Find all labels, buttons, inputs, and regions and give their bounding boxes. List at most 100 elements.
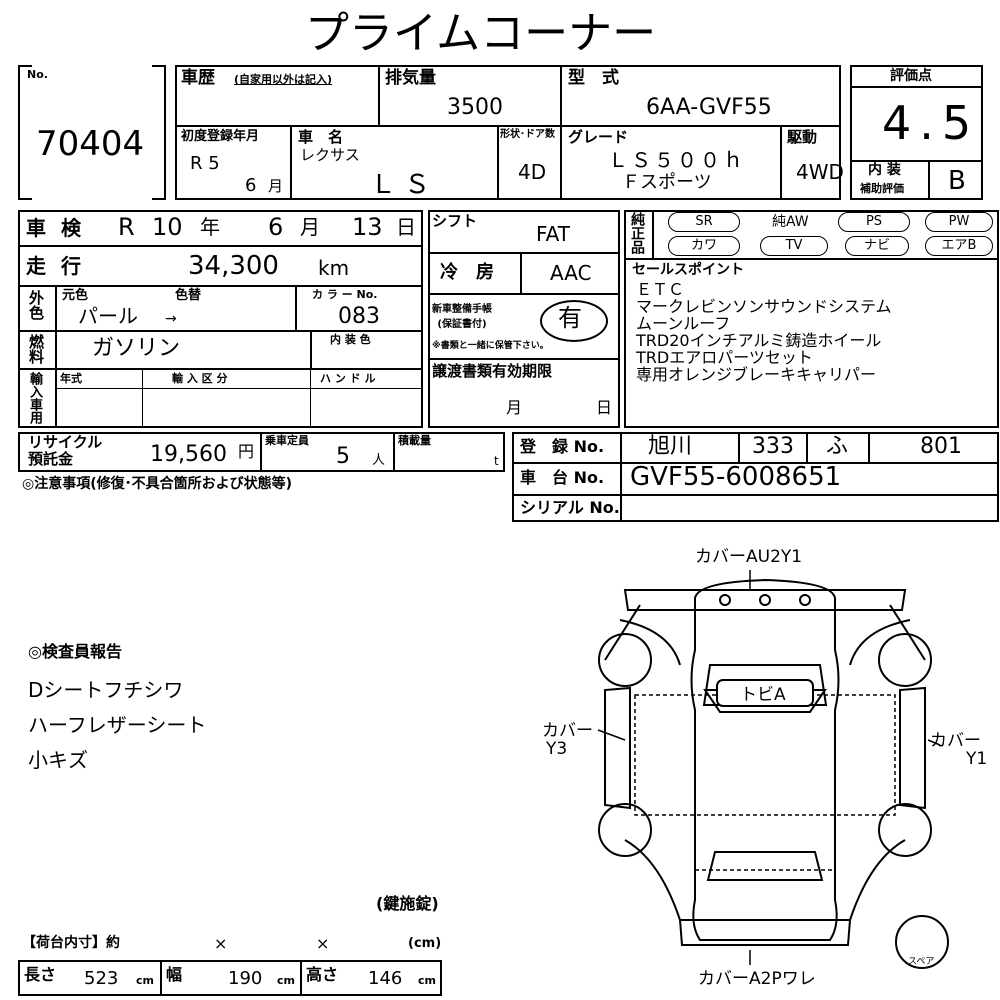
warranty-note: ※書類と一緒に保管下さい。 [432, 341, 549, 351]
equip-aw: 純AW [772, 214, 809, 230]
registration-area: 旭川 [648, 434, 693, 459]
shift-value: FAT [536, 222, 571, 246]
inspector-title: ◎検査員報告 [28, 642, 122, 661]
length-label: 長さ [24, 965, 57, 984]
sales-point: TRD20インチアルミ鋳造ホイール [636, 331, 882, 350]
registration-class: 333 [752, 434, 794, 459]
diagram-left-note: カバー [542, 721, 593, 741]
equip-tv: TV [760, 236, 828, 256]
warranty-circle [540, 300, 608, 342]
import-label: 輸入車用 [27, 372, 42, 424]
inspection-era: R [118, 213, 135, 241]
sales-points-list: ＥＴＣ マークレビンソンサウンドシステム ムーンルーフ TRD20インチアルミ鋳… [636, 281, 892, 383]
mileage-label: 走 行 [26, 254, 85, 278]
model-type-value: 6AA-GVF55 [646, 95, 772, 120]
diagram-right-note2: Y1 [965, 749, 987, 769]
capacity-unit: 人 [372, 453, 386, 468]
sales-point: 専用オレンジブレーキキャリパー [636, 365, 877, 384]
diagram-rear-note: カバーA2Pワレ [698, 969, 816, 989]
recycle-value: 19,560 [150, 442, 227, 467]
import-handle-label: ハ ン ド ル [320, 372, 376, 385]
registration-kana: ふ [826, 434, 849, 459]
color-value: パール [78, 304, 138, 328]
notice-label: ◎注意事項(修復･不具合箇所および状態等) [22, 476, 293, 492]
displacement-label: 排気量 [385, 68, 436, 88]
import-class-label: 輸 入 区 分 [172, 372, 228, 385]
sales-point: マークレビンソンサウンドシステム [636, 297, 892, 316]
lot-box: No. 70404 [18, 65, 166, 200]
diagram-right-note: カバー [930, 731, 981, 751]
first-reg-era: R 5 [190, 153, 220, 174]
serial-label: シリアル No. [520, 498, 620, 517]
shift-label: シフト [432, 212, 478, 230]
dims-x2: × [316, 934, 330, 953]
grade-line2: Ｆスポーツ [622, 172, 712, 193]
recycle-label2: 預託金 [28, 450, 74, 468]
equip-ps: PS [838, 212, 910, 232]
diagram-left-note2: Y3 [545, 739, 567, 759]
first-reg-month-unit: 月 [268, 177, 284, 195]
transfer-month: 月 [506, 398, 523, 417]
exterior-color-label: 外色 [27, 290, 45, 320]
inspection-day-unit: 日 [396, 215, 416, 239]
rating-value: 4.5 [882, 96, 980, 150]
model-type-label: 型 式 [568, 68, 619, 88]
warranty-value: 有 [558, 304, 582, 332]
interior-label: 内 装 [868, 162, 901, 178]
first-reg-label: 初度登録年月 [181, 129, 260, 144]
history-label: 車歴 [181, 68, 215, 88]
lot-number: 70404 [36, 124, 145, 164]
shape-value: 4D [518, 160, 547, 184]
ac-value: AAC [550, 261, 592, 285]
registration-block [512, 432, 999, 522]
shift-block [428, 210, 620, 428]
length-unit: cm [136, 974, 154, 987]
chassis-label: 車 台 No. [520, 468, 605, 487]
drive-value: 4WD [796, 160, 844, 184]
equip-pw: PW [925, 212, 993, 232]
displacement-value: 3500 [447, 95, 503, 120]
load-unit: t [494, 454, 499, 468]
color-arrow: → [165, 311, 177, 327]
import-year-label: 年式 [60, 372, 82, 385]
interior-color-label: 内 装 色 [330, 333, 371, 346]
equip-airbag: エアB [925, 236, 993, 256]
key-locked-label: (鍵施錠) [376, 894, 439, 913]
inspection-month: 6 [268, 213, 284, 241]
dims-unit: (cm) [408, 936, 442, 951]
spare-label: スペア [908, 957, 934, 967]
rating-box [850, 65, 983, 200]
inspector-line: 小キズ [28, 748, 88, 772]
recycle-unit: 円 [238, 442, 255, 461]
car-name: ＬＳ [370, 170, 439, 200]
sales-point: ムーンルーフ [636, 314, 731, 333]
transfer-day: 日 [596, 398, 613, 417]
changed-color-label: 色替 [175, 288, 202, 303]
grade-label: グレード [568, 128, 629, 146]
load-label: 積載量 [398, 434, 431, 447]
history-note: (自家用以外は記入) [234, 73, 333, 86]
ac-label: 冷 房 [440, 262, 494, 283]
first-reg-month: 6 [245, 175, 257, 196]
capacity-value: 5 [336, 444, 350, 469]
chassis-value: GVF55-6008651 [630, 462, 842, 492]
mileage-unit: km [318, 256, 350, 280]
height-unit: cm [418, 974, 436, 987]
transfer-label: 譲渡書類有効期限 [432, 362, 553, 380]
registration-number: 801 [920, 434, 962, 459]
inspection-year-unit: 年 [200, 215, 220, 239]
width-unit: cm [277, 974, 295, 987]
interior-value: B [948, 166, 966, 196]
car-maker: レクサス [300, 146, 360, 164]
color-code: 083 [338, 304, 380, 329]
fuel-value: ガソリン [92, 336, 181, 361]
grade-line1: ＬＳ５００ｈ [608, 148, 746, 172]
inspection-block [18, 210, 423, 428]
interior-sub-label: 補助評価 [860, 182, 904, 195]
rating-label: 評価点 [890, 68, 932, 84]
inspector-lines: Dシートフチシワ ハーフレザーシート 小キズ [28, 673, 206, 778]
orig-color-label: 元色 [62, 288, 89, 303]
shape-label: 形状･ドア数 [500, 129, 555, 140]
recycle-label: リサイクル [28, 433, 103, 451]
inspection-label: 車 検 [26, 216, 85, 240]
